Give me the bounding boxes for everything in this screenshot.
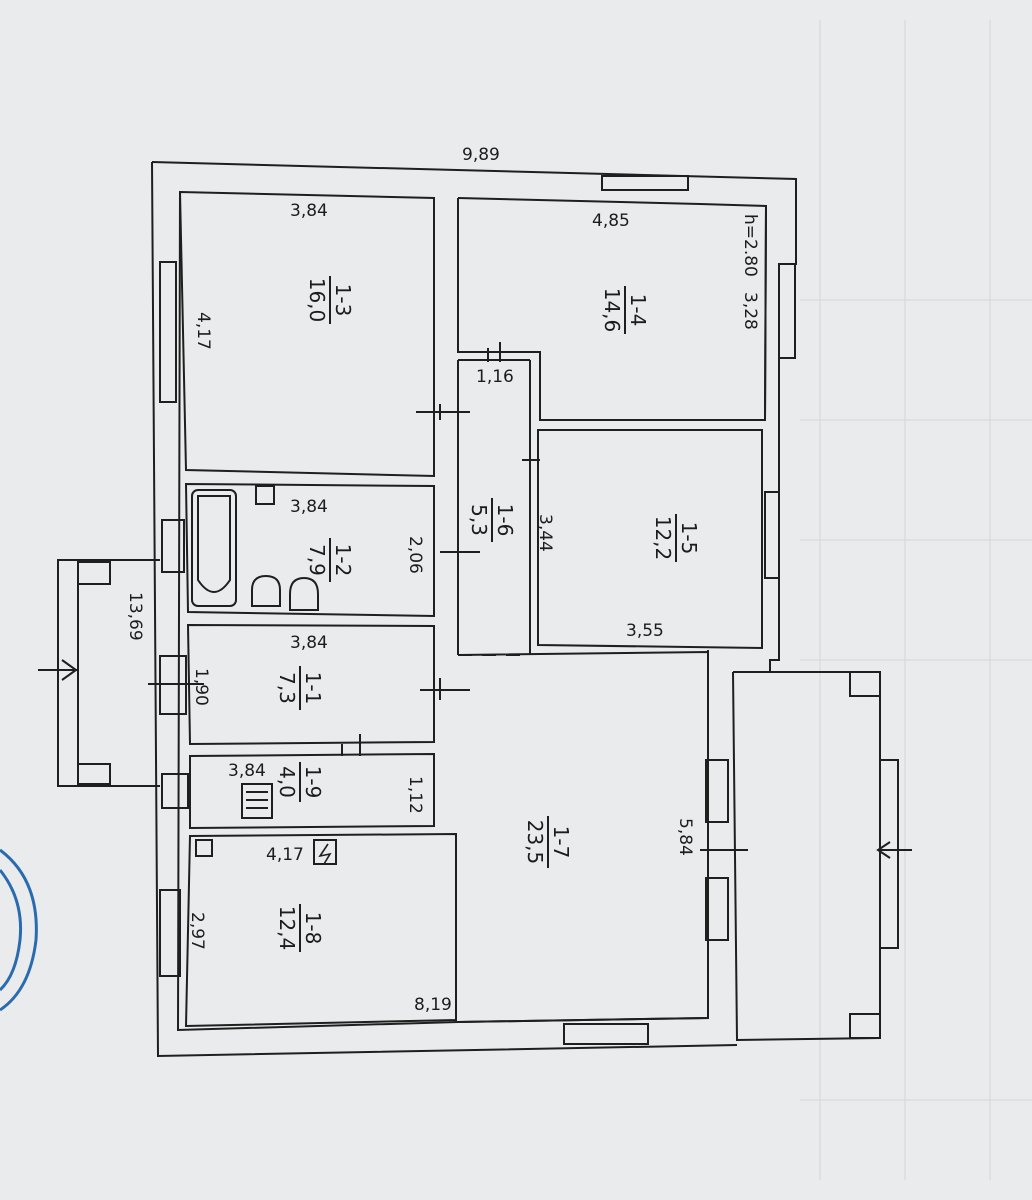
bathtub-icon	[191, 489, 237, 607]
room-1-8-width: 4,17	[266, 845, 304, 865]
room-1-3-area: 16,0	[305, 278, 329, 323]
room-1-5-area: 12,2	[651, 516, 675, 561]
room-1-1-length: 1,90	[191, 668, 211, 706]
room-1-6-width: 1,16	[476, 367, 514, 387]
windows	[159, 175, 796, 1045]
total-length-label: 8,19	[414, 995, 452, 1015]
room-1-2-length: 2,06	[405, 536, 425, 574]
electric-meter-icon	[313, 839, 337, 865]
room-1-3-width: 3,84	[290, 201, 328, 221]
room-1-5-outline	[537, 429, 763, 650]
room-1-8-length: 2,97	[187, 912, 207, 950]
room-1-7-id: 1-7	[549, 826, 573, 859]
room-1-1-outline	[186, 623, 435, 746]
sink-icon-kitchen	[195, 839, 213, 857]
room-1-9-length: 1,12	[405, 776, 425, 814]
overall-width-label: 9,89	[462, 145, 500, 165]
room-1-6-id: 1-6	[493, 504, 517, 537]
room-1-6-length: 3,44	[535, 514, 555, 552]
left-porch	[38, 559, 160, 787]
right-porch	[732, 671, 912, 1042]
room-1-3-length: 4,17	[193, 312, 213, 350]
stove-icon	[241, 783, 273, 819]
outer-walls	[151, 161, 797, 1058]
room-1-9: 3,84 1,12 1-9 4,0	[228, 761, 425, 814]
room-1-2-outline	[184, 482, 435, 618]
room-1-4: 4,85 3,28 1-4 14,6	[592, 211, 760, 334]
room-1-7: 5,84 1-7 23,5	[523, 816, 695, 868]
room-1-1: 3,84 1,90 1-1 7,3	[191, 633, 328, 710]
room-1-1-id: 1-1	[301, 672, 325, 705]
room-1-9-area: 4,0	[275, 766, 299, 798]
room-1-6-area: 5,3	[467, 504, 491, 536]
room-1-4-id: 1-4	[626, 294, 650, 327]
sink-icon	[255, 485, 275, 505]
room-1-7-length: 5,84	[675, 818, 695, 856]
room-1-9-id: 1-9	[301, 766, 325, 799]
room-1-8-area: 12,4	[275, 906, 299, 951]
bathroom-fixtures	[191, 485, 337, 865]
toilet-icon	[251, 574, 281, 607]
room-1-9-width: 3,84	[228, 761, 266, 781]
room-1-4-outline	[457, 198, 767, 421]
room-1-4-length: 3,28	[740, 292, 760, 330]
room-1-1-area: 7,3	[275, 672, 299, 704]
paper-grid	[800, 20, 1032, 1180]
stamp-fragment	[0, 848, 38, 1012]
room-1-5-width: 3,55	[626, 621, 664, 641]
room-1-8: 4,17 2,97 1-8 12,4	[187, 845, 325, 952]
room-1-3-outline	[178, 190, 435, 478]
left-porch-dimension: 13,69	[125, 592, 145, 641]
room-1-5-id: 1-5	[677, 522, 701, 555]
room-walls	[178, 190, 767, 1028]
room-1-9-outline	[189, 752, 435, 830]
room-1-5: 3,55 1-5 12,2	[626, 514, 701, 641]
room-1-2-id: 1-2	[331, 544, 355, 577]
room-1-2: 3,84 2,06 1-2 7,9	[290, 497, 425, 582]
basin-icon	[289, 576, 319, 611]
room-1-3-id: 1-3	[331, 284, 355, 317]
ceiling-height-label: h=2.80	[740, 214, 760, 277]
room-1-8-id: 1-8	[301, 912, 325, 945]
room-1-4-width: 4,85	[592, 211, 630, 231]
room-1-2-width: 3,84	[290, 497, 328, 517]
room-1-7-outline	[457, 650, 709, 1023]
room-1-6-outline	[457, 359, 531, 655]
room-1-2-area: 7,9	[305, 544, 329, 576]
room-1-1-width: 3,84	[290, 633, 328, 653]
room-1-7-area: 23,5	[523, 820, 547, 865]
room-1-4-area: 14,6	[600, 288, 624, 333]
room-1-6: 1,16 3,44 1-6 5,3	[467, 367, 555, 552]
door-markers	[148, 342, 748, 851]
room-1-3: 3,84 4,17 1-3 16,0	[193, 201, 355, 350]
